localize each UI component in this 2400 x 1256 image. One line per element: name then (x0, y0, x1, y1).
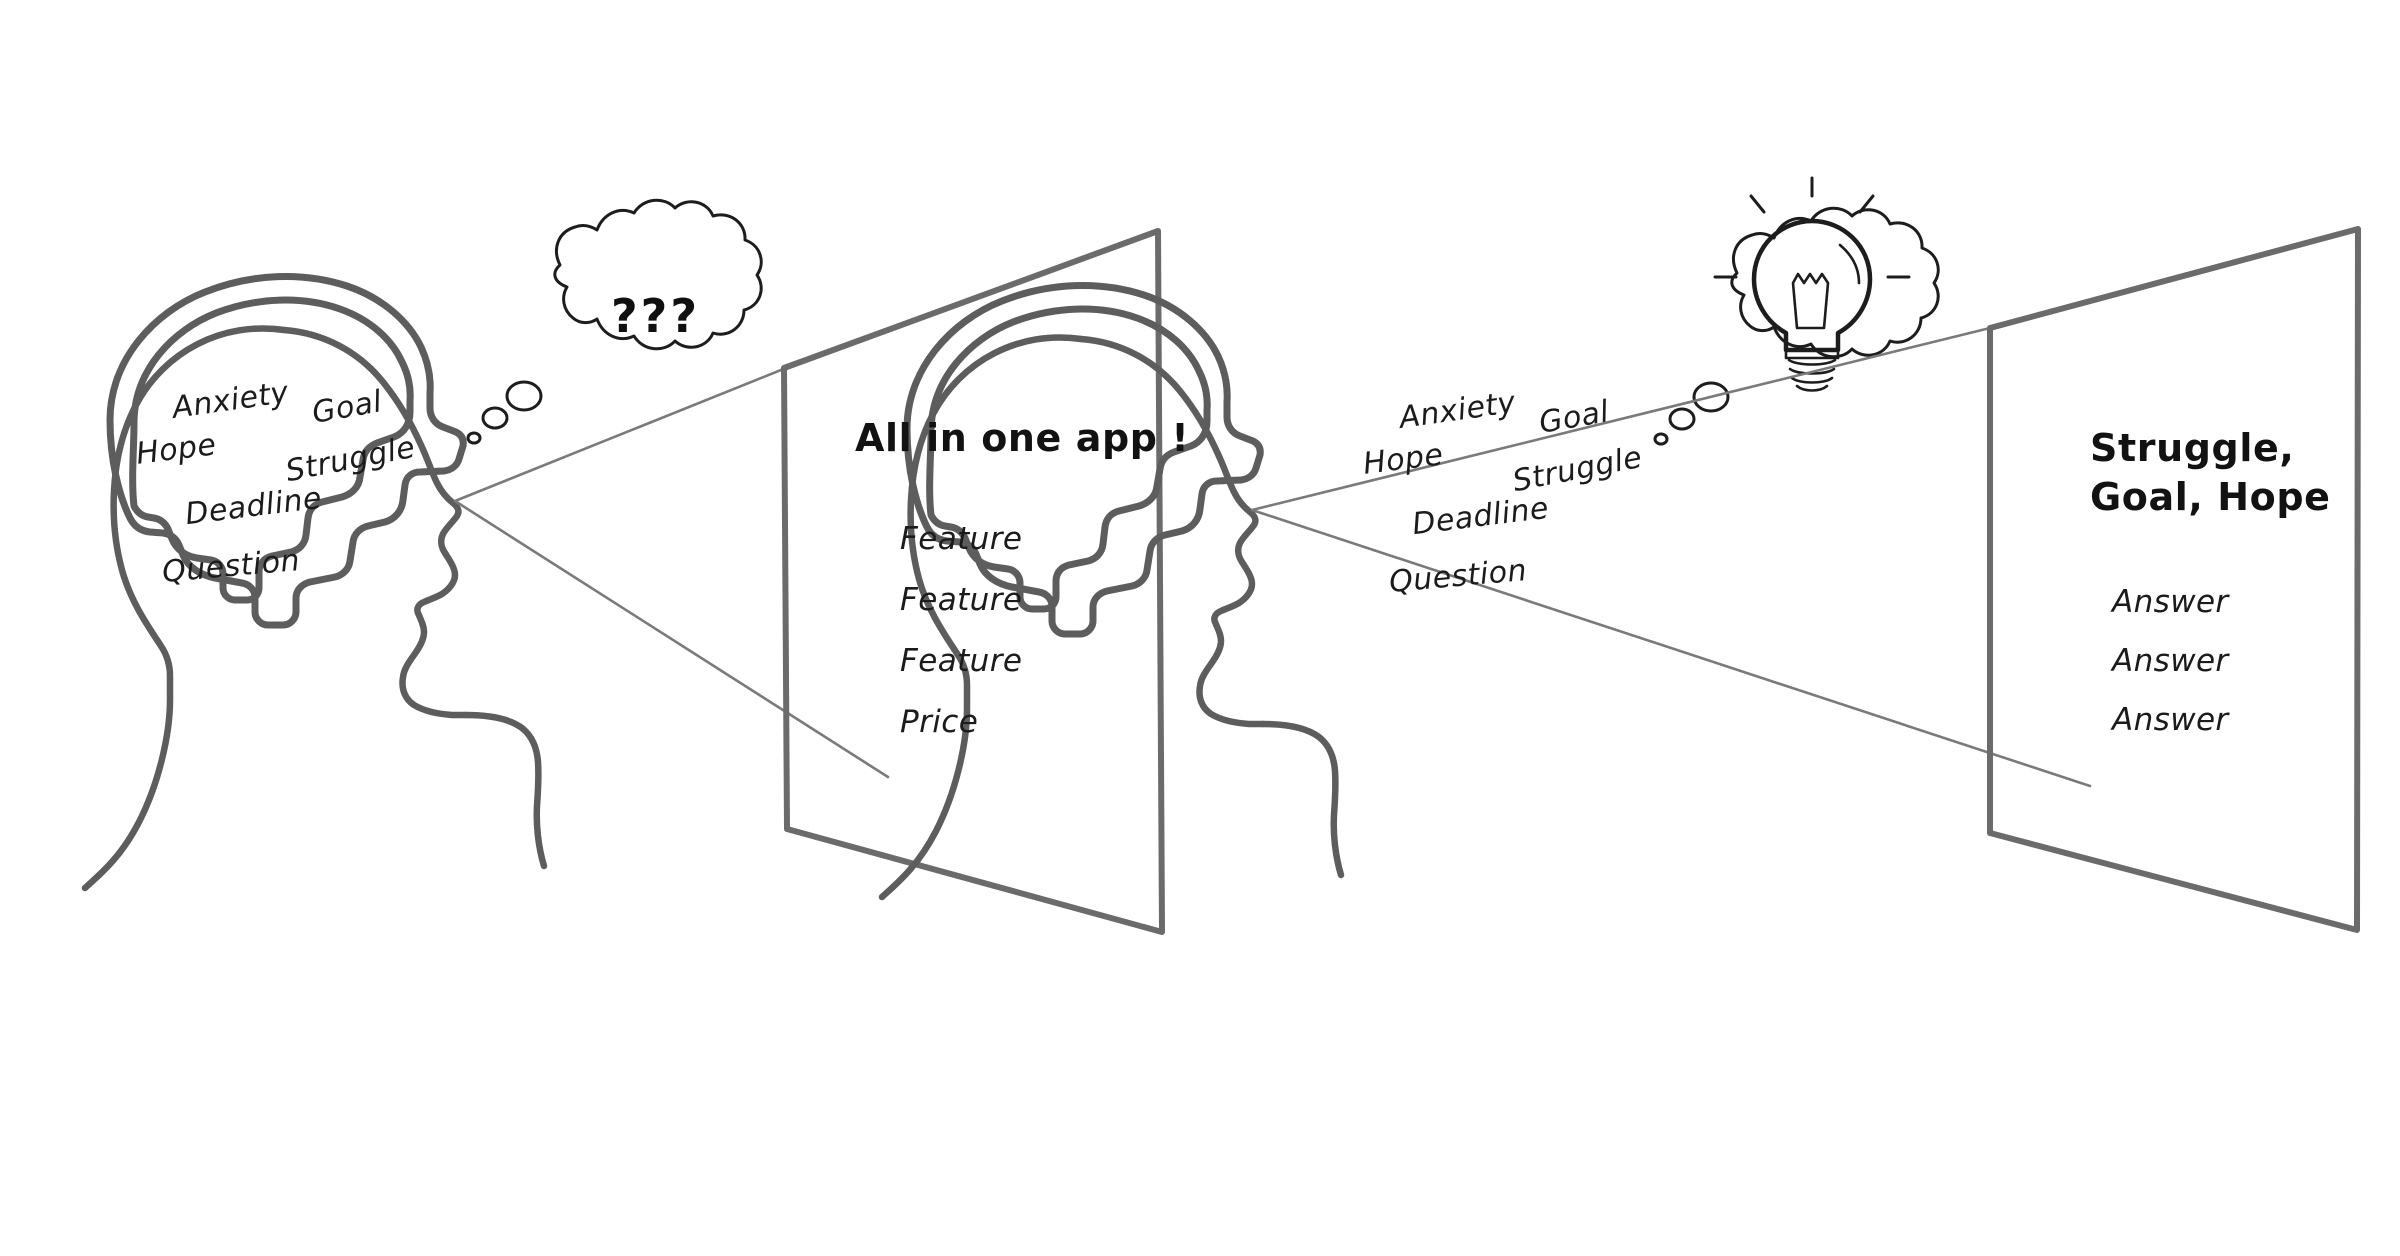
view-cone-upper-right (1250, 326, 1992, 512)
thought-dot-small-right (1653, 432, 1669, 446)
shoulder-line-left (462, 711, 548, 870)
thought-cloud-left (553, 198, 763, 351)
view-cone-upper-left (453, 366, 788, 503)
screen-list-item-right-1: Answer (2112, 584, 2229, 620)
head-silhouette-left (81, 325, 288, 892)
screen-heading-right-line-2: Goal, Hope (2090, 475, 2331, 519)
screen-frame-left (781, 228, 1165, 935)
screen-heading-left: All in one app ! (855, 416, 1190, 460)
brain-outline-outer-left (106, 272, 467, 629)
screen-list-item-right-2: Answer (2112, 643, 2229, 679)
bulb-ray-upleft (1749, 194, 1766, 214)
face-profile-right (1077, 335, 1267, 728)
thought-dot-small-left (466, 431, 482, 445)
view-cone-lower-left (453, 499, 890, 779)
screen-list-item-left-4: Price (900, 704, 979, 740)
thought-dot-medium-left (481, 406, 509, 430)
face-profile-left (280, 326, 470, 719)
thought-cloud-right (1730, 206, 1940, 359)
thought-dot-large-left (505, 380, 543, 412)
left-panel-group (81, 198, 1165, 935)
screen-frame-right (1987, 226, 2361, 933)
brain-outline-outer-right (903, 281, 1264, 638)
lightbulb-icon (1713, 176, 1911, 392)
screen-list-item-right-3: Answer (2112, 702, 2229, 738)
view-cone-lower-right (1250, 508, 2092, 788)
right-panel-group (878, 176, 2361, 933)
bulb-ray-upright (1858, 194, 1875, 214)
shoulder-line-right (1259, 720, 1345, 879)
screen-list-item-left-3: Feature (900, 643, 1023, 679)
brain-outline-inner-right (926, 305, 1211, 613)
screen-list-item-left-1: Feature (900, 521, 1023, 557)
head-silhouette-right (878, 334, 1085, 901)
thought-dot-medium-right (1668, 407, 1696, 431)
brain-outline-inner-left (129, 296, 414, 604)
thought-bubble-text-left: ??? (611, 289, 701, 343)
screen-list-item-left-2: Feature (900, 582, 1023, 618)
screen-heading-right-line-1: Struggle, (2090, 426, 2295, 470)
